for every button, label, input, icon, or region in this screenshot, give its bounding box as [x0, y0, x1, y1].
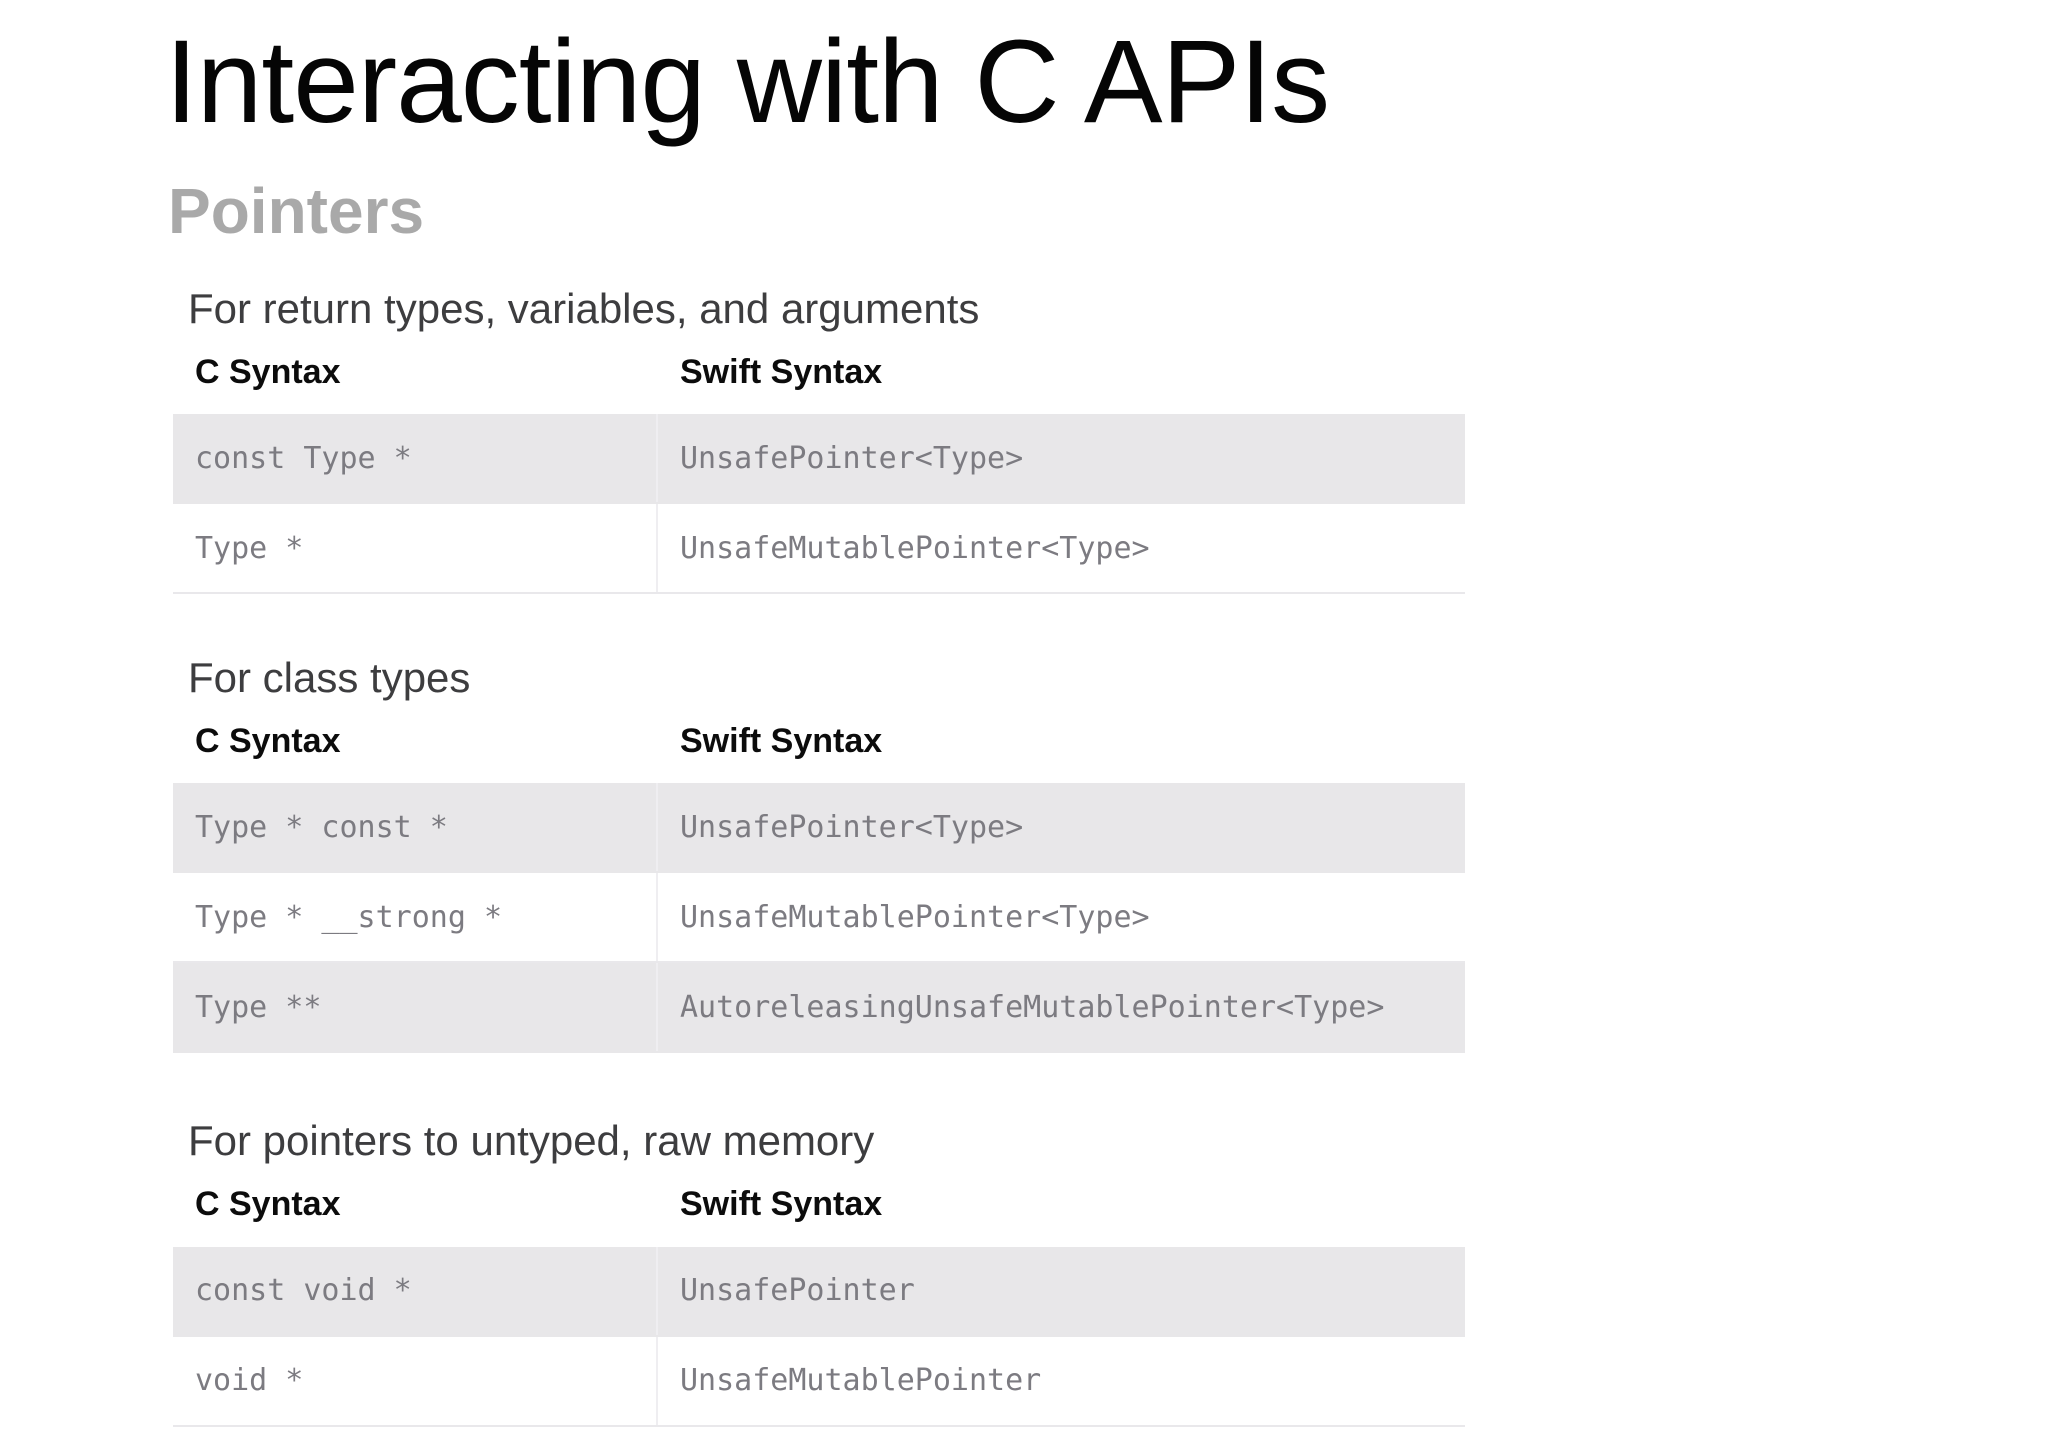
table-row: Type ** AutoreleasingUnsafeMutablePointe… [173, 963, 1465, 1054]
column-header-swift-syntax: Swift Syntax [680, 352, 883, 391]
section-untyped-raw-memory: For pointers to untyped, raw memory C Sy… [173, 1117, 1465, 1427]
swift-syntax-cell: UnsafePointer [680, 1273, 915, 1309]
table-row: const Type * UnsafePointer<Type> [173, 414, 1465, 505]
c-syntax-cell: void * [173, 1336, 658, 1425]
swift-syntax-cell: UnsafeMutablePointer [680, 1363, 1042, 1399]
c-syntax-cell: Type ** [173, 963, 658, 1052]
section-heading: For return types, variables, and argumen… [188, 284, 980, 332]
syntax-table: const void * UnsafePointer void * Unsafe… [173, 1246, 1465, 1427]
table-row: void * UnsafeMutablePointer [173, 1336, 1465, 1427]
table-header-row: C Syntax Swift Syntax [173, 1185, 1465, 1225]
swift-syntax-cell: UnsafePointer<Type> [680, 809, 1024, 845]
column-header-c-syntax: C Syntax [195, 352, 341, 391]
syntax-table: const Type * UnsafePointer<Type> Type * … [173, 414, 1465, 595]
swift-syntax-cell: UnsafeMutablePointer<Type> [680, 530, 1150, 566]
table-row: Type * UnsafeMutablePointer<Type> [173, 504, 1465, 595]
swift-syntax-cell: AutoreleasingUnsafeMutablePointer<Type> [680, 989, 1385, 1025]
page-title: Interacting with C APIs [165, 16, 1330, 148]
c-syntax-cell: const Type * [173, 414, 658, 503]
c-syntax-cell: Type * const * [173, 783, 658, 872]
table-header-row: C Syntax Swift Syntax [173, 721, 1465, 761]
column-header-swift-syntax: Swift Syntax [680, 1185, 883, 1224]
table-row: const void * UnsafePointer [173, 1246, 1465, 1337]
syntax-table: Type * const * UnsafePointer<Type> Type … [173, 783, 1465, 1054]
section-heading: For class types [188, 654, 471, 702]
table-header-row: C Syntax Swift Syntax [173, 352, 1465, 392]
column-header-c-syntax: C Syntax [195, 721, 341, 760]
column-header-swift-syntax: Swift Syntax [680, 721, 883, 760]
table-row: Type * const * UnsafePointer<Type> [173, 783, 1465, 874]
table-row: Type * __strong * UnsafeMutablePointer<T… [173, 873, 1465, 964]
section-return-types: For return types, variables, and argumen… [173, 284, 1465, 595]
swift-syntax-cell: UnsafePointer<Type> [680, 440, 1024, 476]
c-syntax-cell: Type * __strong * [173, 873, 658, 962]
swift-syntax-cell: UnsafeMutablePointer<Type> [680, 899, 1150, 935]
c-syntax-cell: const void * [173, 1246, 658, 1335]
c-syntax-cell: Type * [173, 504, 658, 593]
column-header-c-syntax: C Syntax [195, 1185, 341, 1224]
page-subtitle: Pointers [168, 175, 425, 248]
section-heading: For pointers to untyped, raw memory [188, 1117, 875, 1165]
section-class-types: For class types C Syntax Swift Syntax Ty… [173, 654, 1465, 1054]
